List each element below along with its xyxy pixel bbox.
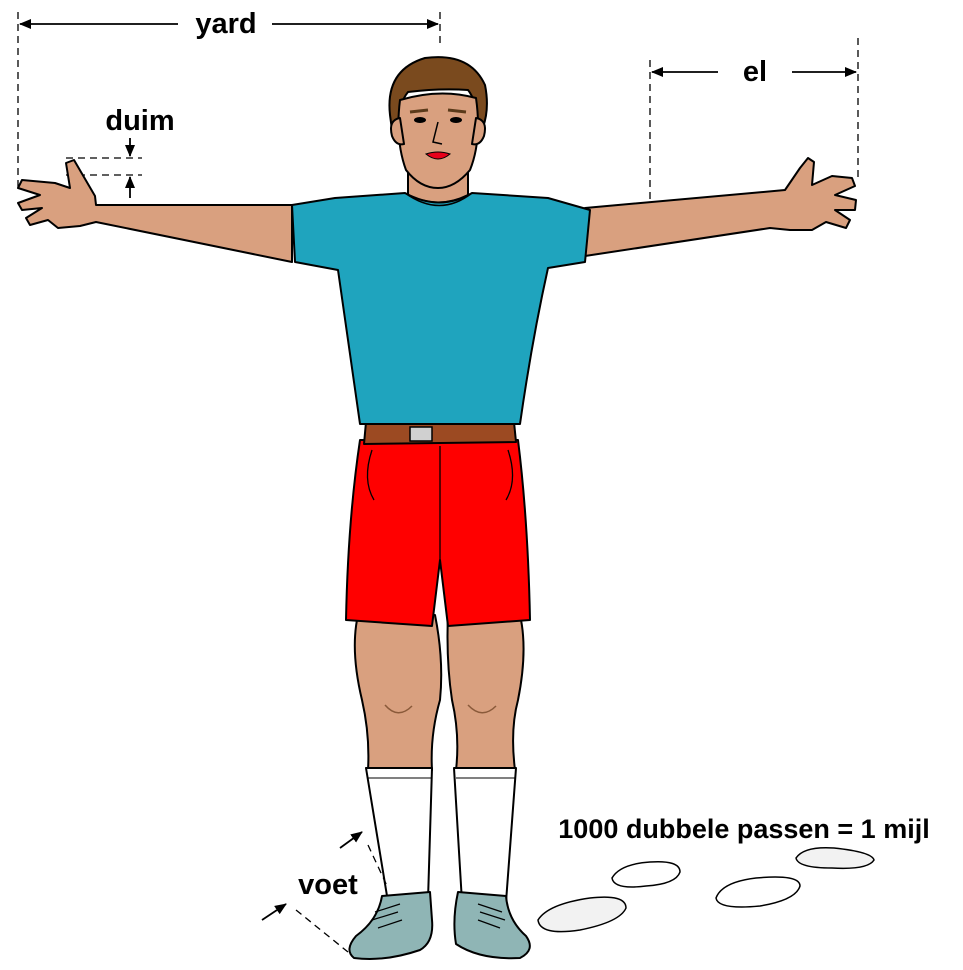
- voet-label: voet: [298, 869, 358, 901]
- left-ear: [390, 117, 405, 146]
- right-ear: [471, 117, 486, 146]
- el-label: el: [743, 56, 767, 88]
- right-shoe-laces: [477, 903, 506, 929]
- right-brow: [447, 108, 467, 114]
- mouth: [424, 151, 452, 160]
- yard-label: yard: [195, 8, 256, 40]
- left-shoe-laces: [371, 903, 403, 929]
- shirt: [291, 192, 591, 425]
- left-shoe: [348, 891, 434, 960]
- right-leg: [446, 614, 525, 771]
- belt: [363, 421, 517, 445]
- voet-upper-arrow: [339, 831, 363, 849]
- yard-dimension: yard: [17, 8, 441, 188]
- shorts: [345, 439, 531, 627]
- voet-lower-extension-line: [295, 909, 349, 953]
- voet-lower-arrow: [261, 903, 287, 921]
- shirt-collar: [404, 192, 473, 207]
- left-sock: [365, 767, 433, 903]
- mijl-label: 1000 dubbele passen = 1 mijl: [558, 814, 929, 844]
- left-eye: [414, 117, 426, 123]
- duim-label: duim: [105, 105, 174, 137]
- face: [397, 92, 479, 189]
- left-pocket: [366, 449, 375, 501]
- nose: [432, 121, 443, 145]
- footprint: [715, 876, 801, 908]
- person-figure: [17, 56, 857, 960]
- voet-upper-extension-line: [367, 844, 389, 889]
- footprint: [537, 896, 627, 933]
- right-knee: [467, 704, 497, 714]
- footprint: [795, 846, 875, 870]
- el-dimension: el: [649, 38, 859, 200]
- footprint: [611, 860, 681, 888]
- right-sock: [453, 767, 517, 903]
- right-arm: [584, 157, 857, 257]
- left-arm: [17, 159, 293, 263]
- right-pocket: [505, 449, 514, 501]
- voet-dimension: voet: [261, 831, 389, 953]
- belt-buckle: [409, 426, 433, 442]
- right-eye: [450, 117, 462, 123]
- left-brow: [409, 108, 429, 114]
- footprints: [537, 846, 875, 933]
- left-leg: [353, 614, 443, 771]
- left-knee: [384, 704, 413, 714]
